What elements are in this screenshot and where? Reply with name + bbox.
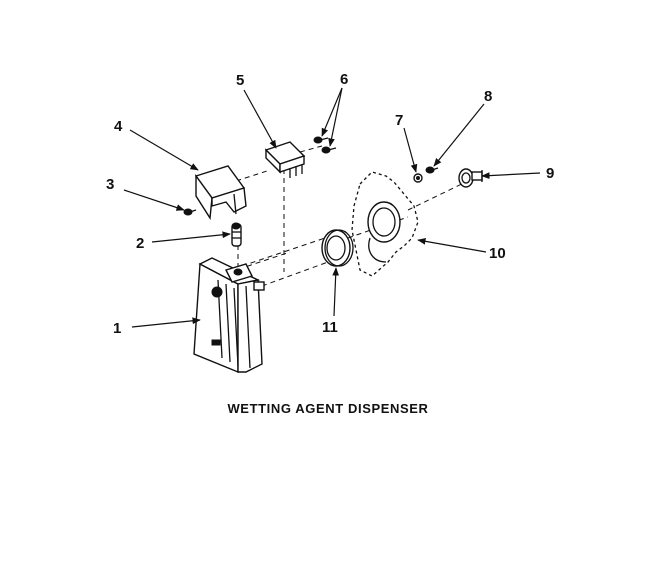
- callout-4: 4: [114, 118, 123, 135]
- callout-6: 6: [340, 71, 348, 88]
- diagram-caption: WETTING AGENT DISPENSER: [227, 401, 428, 416]
- callout-labels: 1 2 3 4 5 6 7 8 9 10 11: [106, 71, 554, 337]
- callout-7: 7: [395, 112, 403, 129]
- part-1-dispenser-housing: [193, 257, 265, 374]
- callout-5: 5: [236, 72, 244, 89]
- callout-2: 2: [136, 235, 144, 252]
- part-7-washer: [413, 173, 423, 183]
- part-2-plunger: [231, 222, 242, 247]
- part-8-screw: [425, 166, 439, 174]
- part-9-knob: [458, 168, 483, 188]
- leader-lines: [123, 87, 541, 328]
- callout-1: 1: [113, 320, 121, 337]
- callout-8: 8: [484, 88, 492, 105]
- callout-3: 3: [106, 176, 114, 193]
- part-10-door-panel: [351, 171, 419, 277]
- part-4-bracket: [194, 165, 247, 221]
- part-5-switch: [264, 141, 306, 178]
- part-3-screw: [183, 208, 197, 216]
- part-6-screws: [313, 136, 337, 154]
- part-11-gasket-ring: [321, 229, 354, 267]
- callout-10: 10: [489, 245, 506, 262]
- callout-9: 9: [546, 165, 554, 182]
- callout-11: 11: [322, 319, 338, 336]
